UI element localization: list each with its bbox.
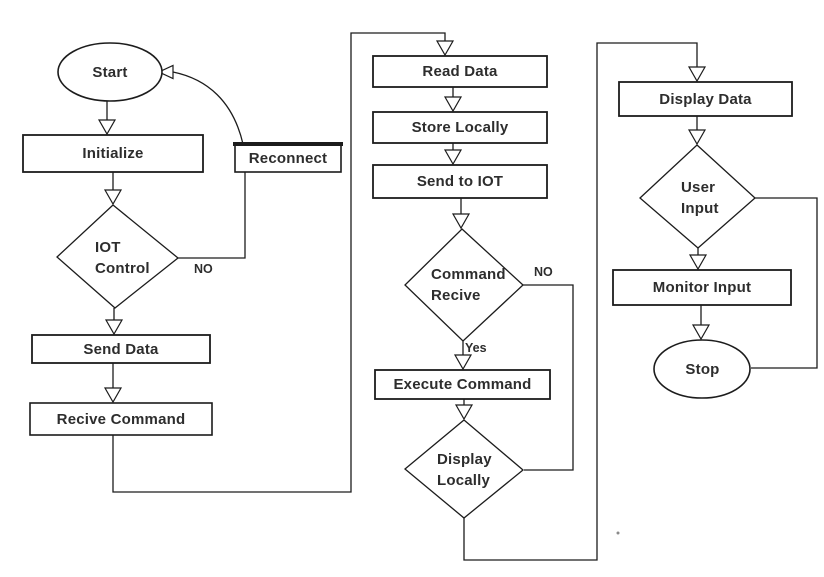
execute-command-label: Execute Command [393, 376, 532, 393]
edge-display-locally-to-display-data-loop [463, 42, 698, 561]
send-to-iot-label: Send to IOT [416, 173, 504, 190]
iot-control-diamond [56, 204, 180, 309]
arrowhead-into-start [157, 64, 174, 80]
start-label: Start [92, 63, 128, 81]
iot-control-label: IOT Control [95, 239, 150, 277]
arrowhead-into-monitor-input [688, 254, 708, 271]
store-locally-box [372, 111, 548, 144]
start-ellipse [57, 42, 163, 102]
display-data-label: Display Data [659, 90, 752, 108]
arrowhead-into-stop [691, 324, 711, 341]
command-recive-label: Command Recive [431, 266, 506, 304]
arrowhead-into-send-to-iot [443, 149, 463, 166]
monitor-input-label: Monitor Input [652, 279, 752, 296]
send-data-box [31, 334, 211, 364]
stop-ellipse [653, 339, 751, 399]
initialize-box [22, 134, 204, 173]
arrowhead-into-display-locally [454, 404, 474, 421]
user-input-diamond [639, 144, 756, 249]
recive-command-label: Recive Command [56, 410, 186, 428]
command-recive-diamond [404, 228, 524, 342]
arrowhead-into-read-data [435, 40, 455, 57]
arrowhead-into-recive-command [103, 387, 123, 404]
arrowhead-into-user-input [687, 129, 707, 146]
monitor-input-box [612, 269, 792, 306]
display-locally-label: Display Locally [437, 451, 492, 489]
send-to-iot-box [372, 164, 548, 199]
recive-command-box [29, 402, 213, 436]
command-recive-yes-label: Yes [465, 341, 487, 355]
send-data-label: Send Data [83, 340, 159, 358]
arrowhead-into-send-data [104, 319, 124, 336]
reconnect-box [234, 143, 342, 173]
display-locally-diamond [403, 419, 525, 519]
arrowhead-into-execute-command [453, 354, 473, 371]
edge-iot-control-no-to-reconnect [178, 172, 246, 259]
execute-command-box [374, 369, 551, 400]
reconnect-label: Reconnect [248, 149, 328, 167]
store-locally-label: Store Locally [411, 119, 509, 136]
edge-user-input-right-to-stop-loop [751, 197, 818, 369]
read-data-box [372, 55, 548, 88]
arrowhead-into-iot-control [103, 189, 123, 206]
arrowhead-into-store-locally [443, 96, 463, 113]
user-input-label: User Input [681, 179, 719, 217]
display-data-box [618, 81, 793, 117]
iot-control-no-label: NO [194, 262, 213, 276]
command-recive-no-label: NO [534, 265, 553, 279]
edge-recive-command-to-read-data-loop [112, 32, 446, 493]
edge-reconnect-to-start-curve [172, 71, 244, 145]
arrowhead-into-initialize [97, 119, 117, 136]
stray-dot [616, 531, 620, 535]
initialize-label: Initialize [82, 145, 144, 162]
stop-label: Stop [685, 360, 720, 378]
arrowhead-into-display-data [687, 66, 707, 83]
arrowhead-into-command-recive [451, 213, 471, 230]
edge-command-recive-no-to-display-locally [523, 284, 574, 471]
read-data-label: Read Data [422, 63, 498, 80]
